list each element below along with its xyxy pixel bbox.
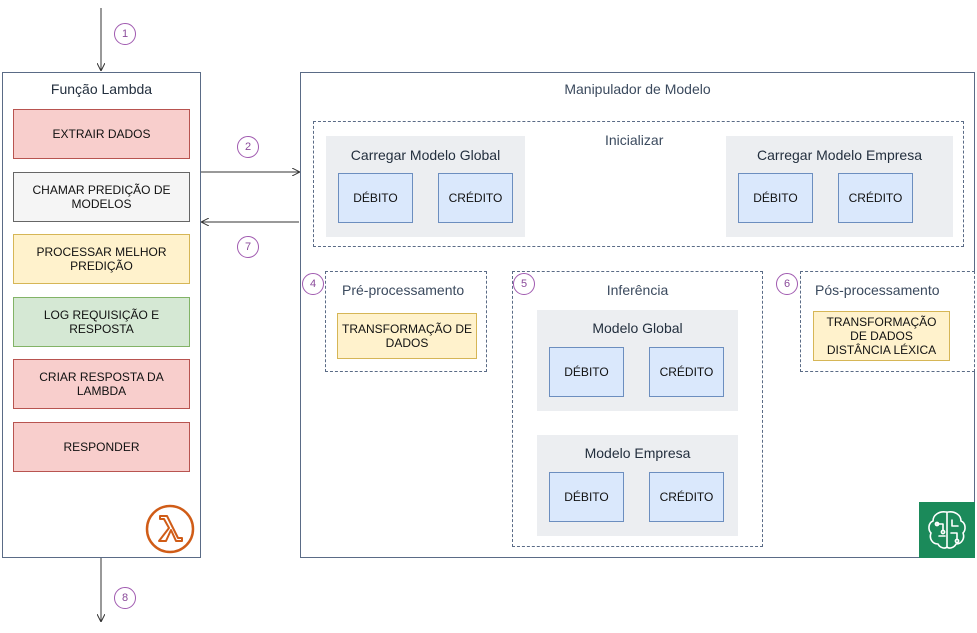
load-company-debit: DÉBITO: [738, 173, 813, 223]
inference-company-title: Modelo Empresa: [584, 445, 691, 461]
step-marker-7: 7: [237, 236, 259, 258]
step-extract-data: EXTRAIR DADOS: [13, 109, 190, 159]
preprocessing-group: Pré-processamento TRANSFORMAÇÃO DE DADOS: [325, 271, 487, 372]
load-global-debit: DÉBITO: [338, 173, 413, 223]
handler-title: Manipulador de Modelo: [564, 81, 711, 97]
inference-global-model: Modelo Global DÉBITO CRÉDITO: [537, 310, 738, 411]
pre-data-transform: TRANSFORMAÇÃO DE DADOS: [337, 313, 477, 359]
initialize-group: Inicializar Carregar Modelo Global DÉBIT…: [313, 121, 964, 247]
postprocessing-title: Pós-processamento: [815, 282, 940, 298]
load-global-title: Carregar Modelo Global: [350, 147, 501, 163]
step-marker-5: 5: [513, 273, 535, 295]
step-call-models: CHAMAR PREDIÇÃO DE MODELOS: [13, 172, 190, 222]
inference-title: Inferência: [606, 282, 669, 298]
lambda-icon: [145, 504, 195, 554]
load-company-credit: CRÉDITO: [838, 173, 913, 223]
model-handler-panel: Manipulador de Modelo Inicializar Carreg…: [300, 72, 975, 558]
step-respond: RESPONDER: [13, 422, 190, 472]
inference-global-debit: DÉBITO: [549, 347, 624, 397]
sagemaker-brain-icon: [919, 502, 975, 558]
load-company-model: Carregar Modelo Empresa DÉBITO CRÉDITO: [726, 136, 953, 237]
lambda-title: Função Lambda: [50, 81, 153, 97]
step-marker-1: 1: [114, 23, 136, 45]
step-create-response: CRIAR RESPOSTA DA LAMBDA: [13, 359, 190, 409]
preprocessing-title: Pré-processamento: [342, 282, 465, 298]
step-marker-8: 8: [114, 587, 136, 609]
load-global-model: Carregar Modelo Global DÉBITO CRÉDITO: [326, 136, 525, 237]
step-log-request: LOG REQUISIÇÃO E RESPOSTA: [13, 297, 190, 347]
postprocessing-group: Pós-processamento TRANSFORMAÇÃO DE DADOS…: [800, 271, 975, 372]
inference-company-model: Modelo Empresa DÉBITO CRÉDITO: [537, 435, 738, 536]
inference-global-title: Modelo Global: [592, 320, 683, 336]
inference-company-debit: DÉBITO: [549, 472, 624, 522]
load-global-credit: CRÉDITO: [438, 173, 513, 223]
step-marker-6: 6: [776, 273, 798, 295]
inference-company-credit: CRÉDITO: [649, 472, 724, 522]
step-process-best: PROCESSAR MELHOR PREDIÇÃO: [13, 234, 190, 284]
inference-group: Inferência Modelo Global DÉBITO CRÉDITO …: [512, 271, 763, 547]
step-marker-4: 4: [302, 273, 324, 295]
post-data-transform: TRANSFORMAÇÃO DE DADOS DISTÂNCIA LÉXICA: [813, 311, 950, 361]
inference-global-credit: CRÉDITO: [649, 347, 724, 397]
lambda-function-panel: Função Lambda EXTRAIR DADOS CHAMAR PREDI…: [2, 72, 201, 558]
initialize-title: Inicializar: [605, 132, 664, 148]
step-marker-2: 2: [237, 136, 259, 158]
load-company-title: Carregar Modelo Empresa: [757, 147, 922, 163]
